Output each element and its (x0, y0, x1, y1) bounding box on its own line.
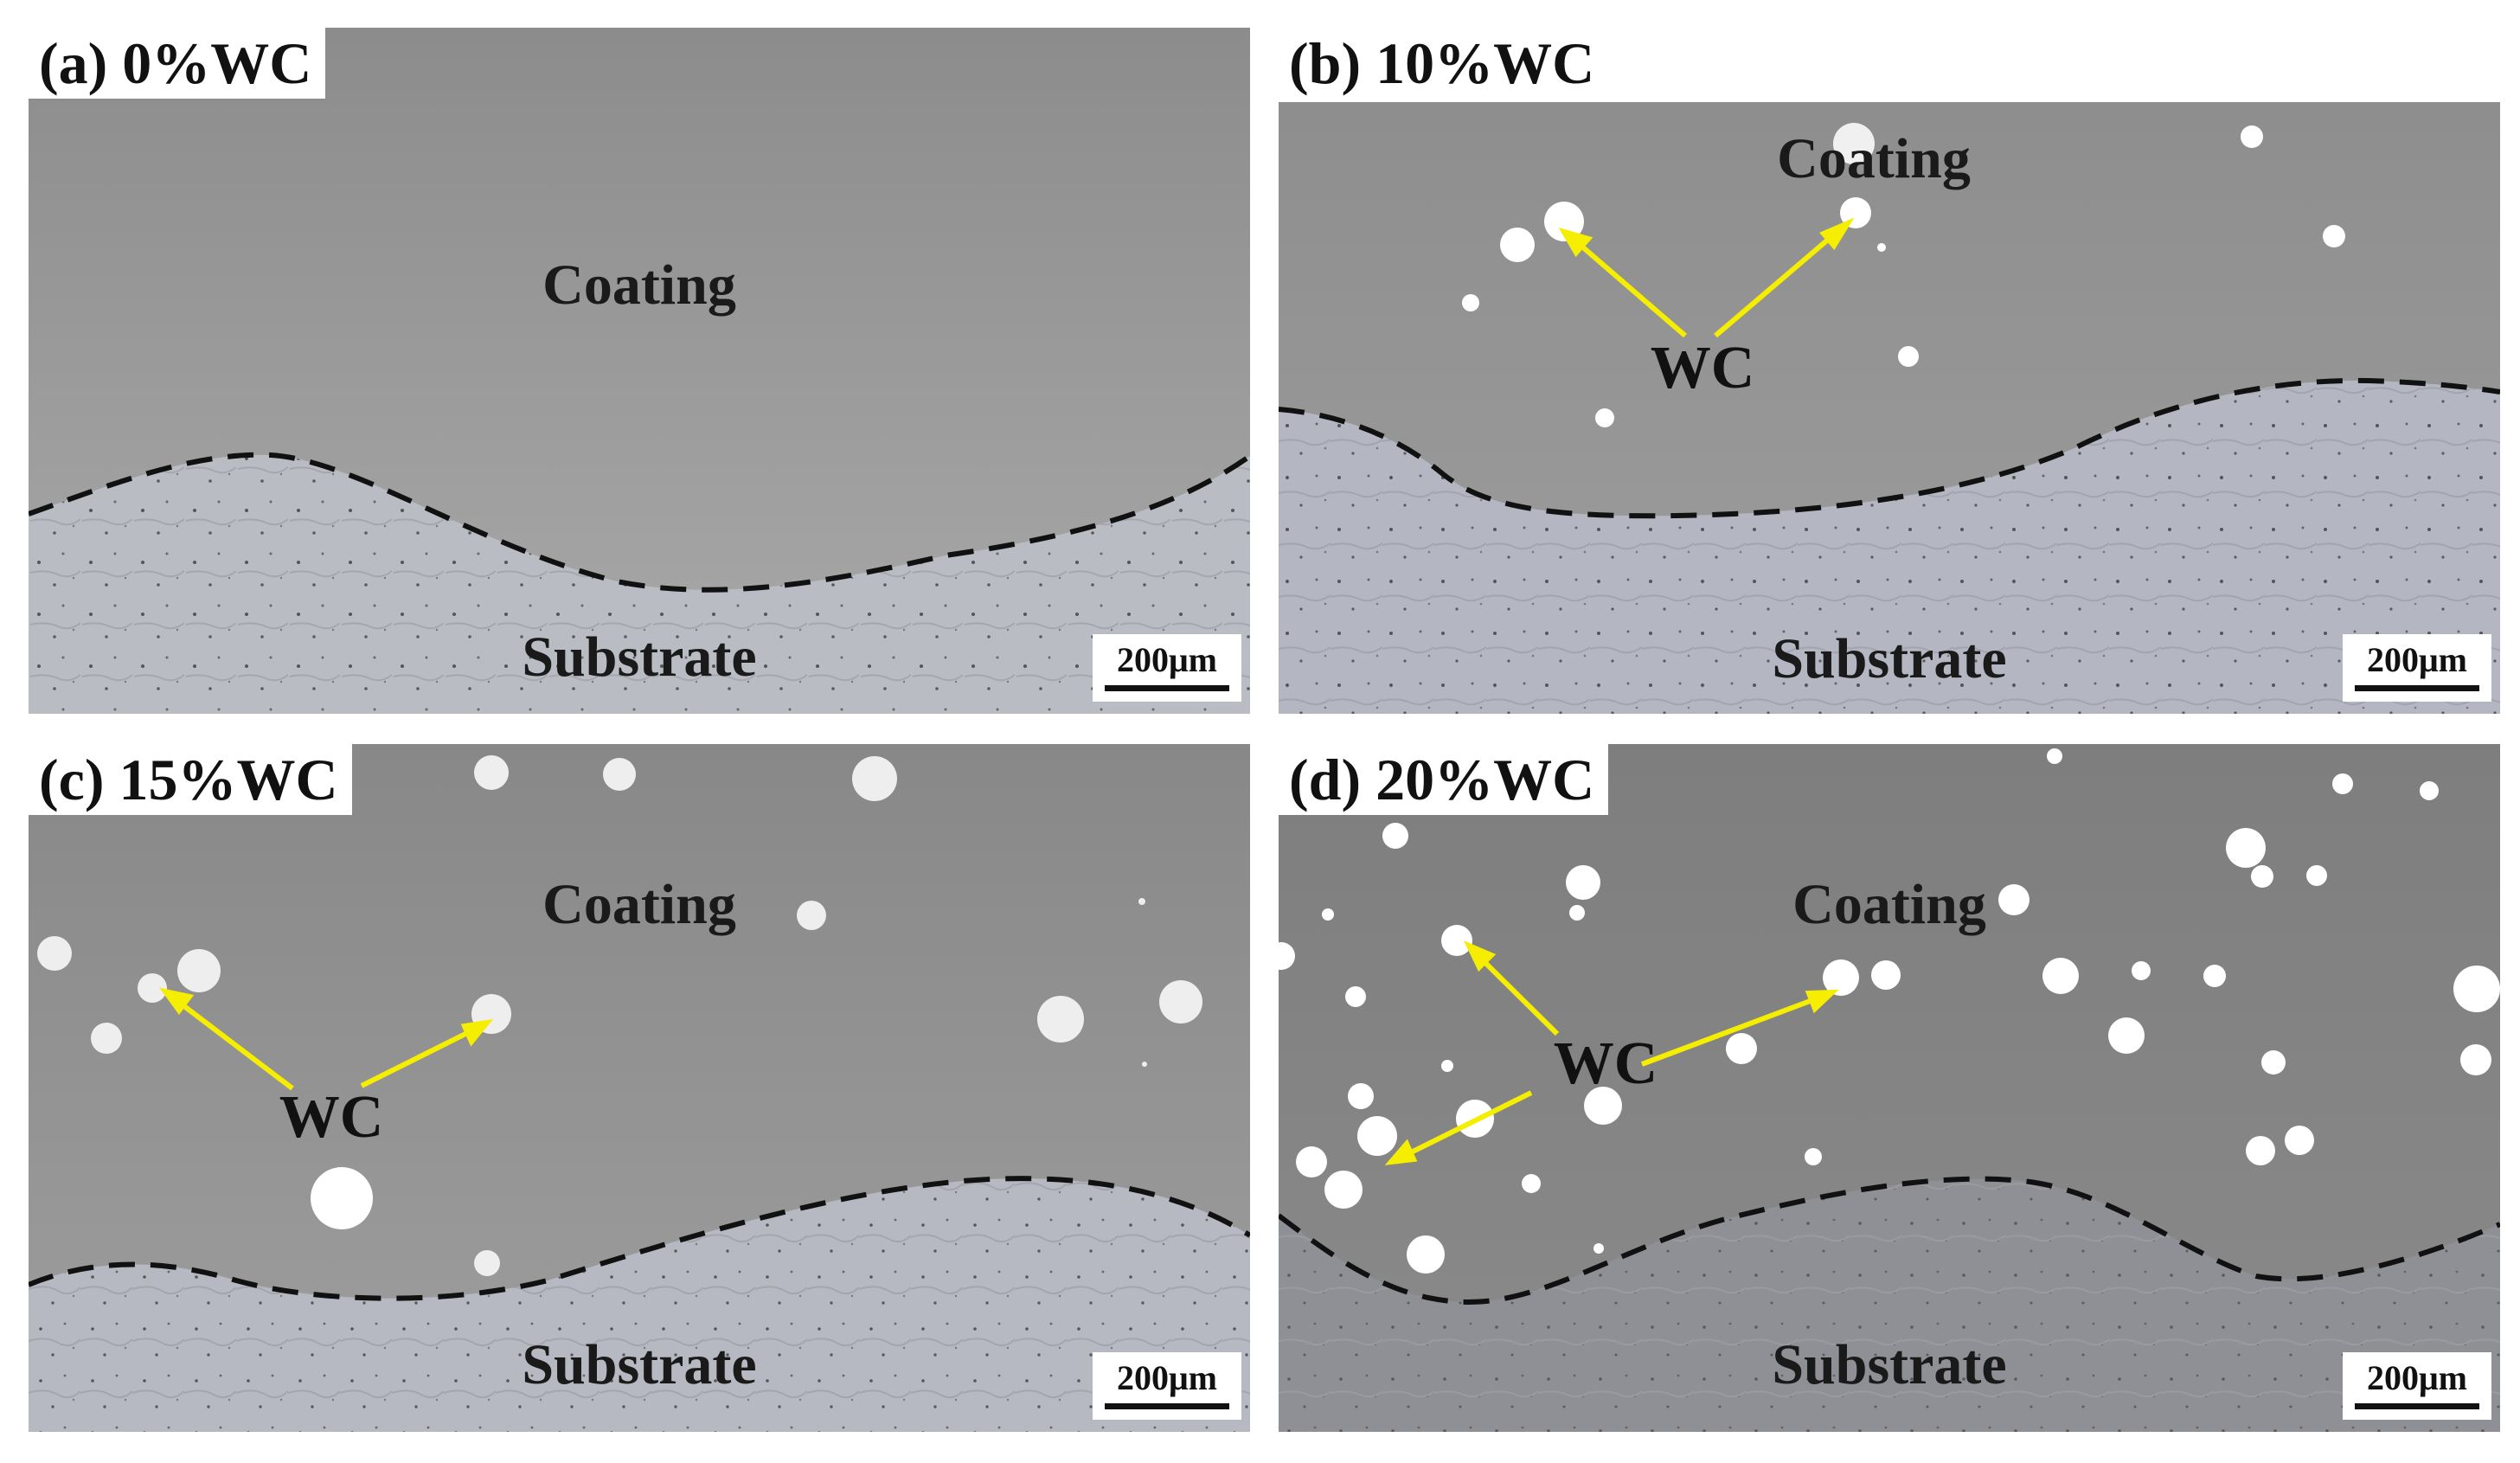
wc-particle (2047, 748, 2062, 764)
wc-particle (91, 1023, 122, 1054)
wc-particle (2246, 1136, 2275, 1165)
wc-particle (2323, 225, 2345, 247)
micrograph-image-c (29, 744, 1250, 1432)
wc-particle (1500, 228, 1535, 262)
wc-particle (1871, 960, 1901, 990)
micrograph-panel-d: (d) 20%WC Coating WC Substrate 200μm (1279, 744, 2500, 1432)
wc-particle (1593, 1243, 1604, 1254)
wc-particle (2306, 865, 2327, 886)
wc-particle (1159, 980, 1202, 1023)
wc-arrows (158, 987, 494, 1091)
wc-particle (1037, 996, 1084, 1043)
wc-particle (2285, 1126, 2314, 1155)
wc-particle (2226, 828, 2266, 868)
wc-arrows (1558, 217, 1855, 338)
wc-particle (1279, 942, 1295, 970)
wc-particle (1138, 898, 1145, 905)
coating-substrate-boundary (29, 452, 1250, 593)
micrograph-image-a (29, 28, 1250, 714)
wc-particle (1382, 823, 1408, 849)
wc-particle (1726, 1033, 1757, 1064)
micrograph-panel-b: (b) 10%WC Coating WC Substrate 200μm (1279, 28, 2500, 714)
micrograph-panel-a: (a) 0%WC Coating Substrate 200μm (29, 28, 1250, 714)
wc-particle (1324, 1171, 1363, 1209)
micrograph-panel-c: (c) 15%WC Coating WC Substrate 200μm (29, 744, 1250, 1432)
wc-particle (2251, 865, 2273, 888)
coating-label-a: Coating (542, 253, 736, 317)
wc-particle (1595, 408, 1614, 427)
substrate-label-a: Substrate (522, 626, 757, 689)
wc-particle (1584, 1087, 1622, 1125)
wc-particle (1296, 1146, 1327, 1177)
scale-bar-a: 200μm (1093, 634, 1241, 702)
wc-label-d: WC (1553, 1030, 1658, 1097)
wc-particle (2460, 1044, 2491, 1075)
scale-bar-b: 200μm (2343, 634, 2491, 702)
wc-particle (1898, 346, 1919, 367)
coating-label-d: Coating (1792, 873, 1986, 936)
wc-particle (1357, 1116, 1397, 1156)
wc-particle (311, 1167, 373, 1229)
wc-particle (797, 901, 826, 930)
wc-particle (1877, 243, 1886, 252)
wc-particle (2132, 961, 2151, 980)
wc-particle (1441, 1060, 1453, 1072)
wc-particle (2241, 125, 2263, 148)
wc-arrows (1384, 940, 1839, 1165)
wc-particle (2332, 773, 2353, 794)
coating-label-c: Coating (542, 873, 736, 936)
wc-particle (2108, 1017, 2145, 1054)
wc-particle (138, 973, 167, 1003)
coating-substrate-boundary (29, 1176, 1250, 1301)
wc-particle (1998, 884, 2029, 915)
wc-particle (1569, 905, 1585, 921)
wc-particle (1544, 202, 1584, 241)
substrate-label-c: Substrate (522, 1333, 757, 1396)
micrograph-image-b (1279, 102, 2500, 714)
panel-label-c: (c) 15%WC (29, 744, 352, 815)
wc-particle (2453, 966, 2500, 1012)
panel-label-b: (b) 10%WC (1279, 28, 1609, 99)
wc-particle (1345, 986, 1366, 1007)
panel-label-d: (d) 20%WC (1279, 744, 1609, 815)
wc-particle (852, 756, 897, 801)
wc-particles (1279, 748, 2500, 1274)
wc-particle (2261, 1050, 2286, 1075)
micrograph-image-d (1279, 744, 2500, 1432)
wc-particle (2203, 965, 2226, 987)
wc-particle (1522, 1174, 1541, 1193)
coating-substrate-boundary (1279, 1176, 2500, 1306)
wc-particle (1833, 123, 1875, 164)
substrate-label-d: Substrate (1772, 1333, 2007, 1396)
wc-particle (603, 758, 636, 791)
coating-label-b: Coating (1777, 127, 1971, 190)
wc-particle (1805, 1148, 1822, 1165)
wc-particle (1566, 865, 1600, 900)
panel-label-a: (a) 0%WC (29, 28, 326, 99)
wc-label-c: WC (279, 1084, 384, 1151)
wc-particle (474, 1250, 500, 1276)
wc-particle (1462, 294, 1479, 311)
wc-particle (1407, 1235, 1445, 1274)
wc-particle (474, 755, 509, 790)
scale-bar-c: 200μm (1093, 1352, 1241, 1420)
wc-particle (1142, 1062, 1147, 1067)
wc-particle (177, 949, 221, 992)
wc-particle (1348, 1083, 1374, 1109)
coating-substrate-boundary (1279, 377, 2500, 519)
wc-particle (1441, 925, 1472, 956)
wc-particle (1322, 908, 1334, 921)
substrate-label-b: Substrate (1772, 627, 2007, 690)
wc-particle (2420, 781, 2439, 800)
wc-particle (2042, 958, 2079, 994)
wc-particle (1823, 959, 1859, 996)
wc-label-b: WC (1650, 335, 1755, 401)
wc-particle (37, 936, 72, 971)
scale-bar-d: 200μm (2343, 1352, 2491, 1420)
